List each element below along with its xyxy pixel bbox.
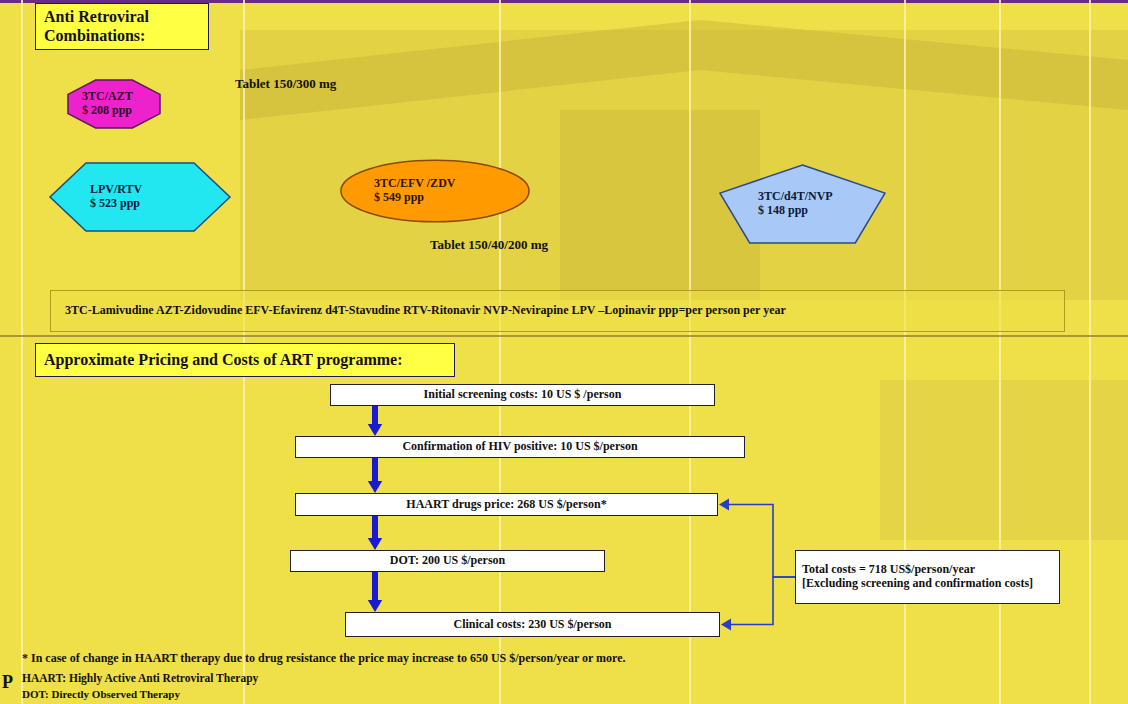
- flow-arrow: [368, 406, 382, 436]
- node-text: [Excluding screening and confirmation co…: [802, 577, 1033, 591]
- arrow-head: [368, 481, 382, 493]
- node-text: Anti Retroviral Combinations:: [44, 8, 200, 45]
- drug-ellipse: 3TC/EFV /ZDV$ 549 ppp: [340, 160, 530, 222]
- heading-box: Anti Retroviral Combinations:: [35, 3, 209, 50]
- footnote: HAART: Highly Active Anti Retroviral The…: [22, 672, 622, 685]
- connector-line: [372, 458, 378, 482]
- shape-fill: [50, 163, 230, 231]
- arrow-head: [368, 600, 382, 612]
- process-box: Initial screening costs: 10 US $ /person: [330, 384, 715, 406]
- node-text: Total costs = 718 US$/person/year: [802, 563, 975, 577]
- footnote: DOT: Directly Observed Therapy: [22, 688, 622, 701]
- node-text: HAART drugs price: 268 US $/person*: [406, 498, 606, 512]
- stray-letter: P: [2, 672, 16, 693]
- shape-fill: [341, 160, 529, 221]
- node-text: Confirmation of HIV positive: 10 US $/pe…: [402, 440, 637, 454]
- flow-arrow: [368, 458, 382, 493]
- node-text: Initial screening costs: 10 US $ /person: [424, 388, 622, 402]
- node-text: 3TC/EFV /ZDV: [374, 177, 455, 191]
- heading-box: Approximate Pricing and Costs of ART pro…: [35, 343, 455, 377]
- node-text: LPV/RTV: [90, 183, 142, 197]
- process-box: DOT: 200 US $/person: [290, 550, 605, 572]
- total-box: Total costs = 718 US$/person/year[Exclud…: [795, 550, 1060, 604]
- drug-hexagon: LPV/RTV$ 523 ppp: [50, 163, 230, 231]
- flow-arrow: [368, 572, 382, 612]
- process-box: HAART drugs price: 268 US $/person*: [295, 493, 718, 516]
- photo-roof: [240, 20, 1128, 120]
- node-text: Clinical costs: 230 US $/person: [453, 618, 611, 632]
- tablet-note: Tablet 150/40/200 mg: [430, 238, 650, 253]
- separator-line: [0, 335, 1128, 337]
- process-box: Clinical costs: 230 US $/person: [345, 612, 720, 637]
- flow-arrow: [368, 516, 382, 550]
- shape-fill: [720, 165, 885, 243]
- node-text: DOT: 200 US $/person: [390, 554, 505, 568]
- arrow-head: [368, 538, 382, 550]
- process-box: Confirmation of HIV positive: 10 US $/pe…: [295, 436, 745, 458]
- node-text: $ 208 ppp: [82, 104, 132, 118]
- arrow-head: [719, 499, 729, 511]
- node-text: Approximate Pricing and Costs of ART pro…: [44, 351, 403, 369]
- shape-fill: [68, 80, 160, 128]
- drug-octagon: 3TC/AZT$ 208 ppp: [68, 80, 160, 128]
- arrow-head: [368, 424, 382, 436]
- connector-line: [372, 572, 378, 601]
- tablet-note: Tablet 150/300 mg: [235, 77, 435, 92]
- abbreviation-box: 3TC-Lamivudine AZT-Zidovudine EFV-Efavir…: [50, 290, 1065, 332]
- shape-outline: [340, 160, 530, 222]
- node-text: 3TC/d4T/NVP: [758, 190, 833, 204]
- flow-arrow: [719, 499, 795, 578]
- connector-line: [730, 577, 795, 625]
- flow-arrow: [721, 577, 795, 631]
- arrow-head: [721, 619, 731, 631]
- connector-line: [372, 516, 378, 539]
- node-text: $ 549 ppp: [374, 191, 424, 205]
- node-text: 3TC-Lamivudine AZT-Zidovudine EFV-Efavir…: [65, 304, 786, 318]
- connector-line: [728, 505, 795, 578]
- node-text: $ 523 ppp: [90, 197, 140, 211]
- connector-line: [372, 406, 378, 425]
- vertical-rules: [22, 0, 1090, 704]
- node-text: $ 148 ppp: [758, 204, 808, 218]
- footnote: * In case of change in HAART therapy due…: [22, 652, 1117, 666]
- node-text: 3TC/AZT: [82, 90, 133, 104]
- drug-pentagon: 3TC/d4T/NVP$ 148 ppp: [720, 165, 885, 243]
